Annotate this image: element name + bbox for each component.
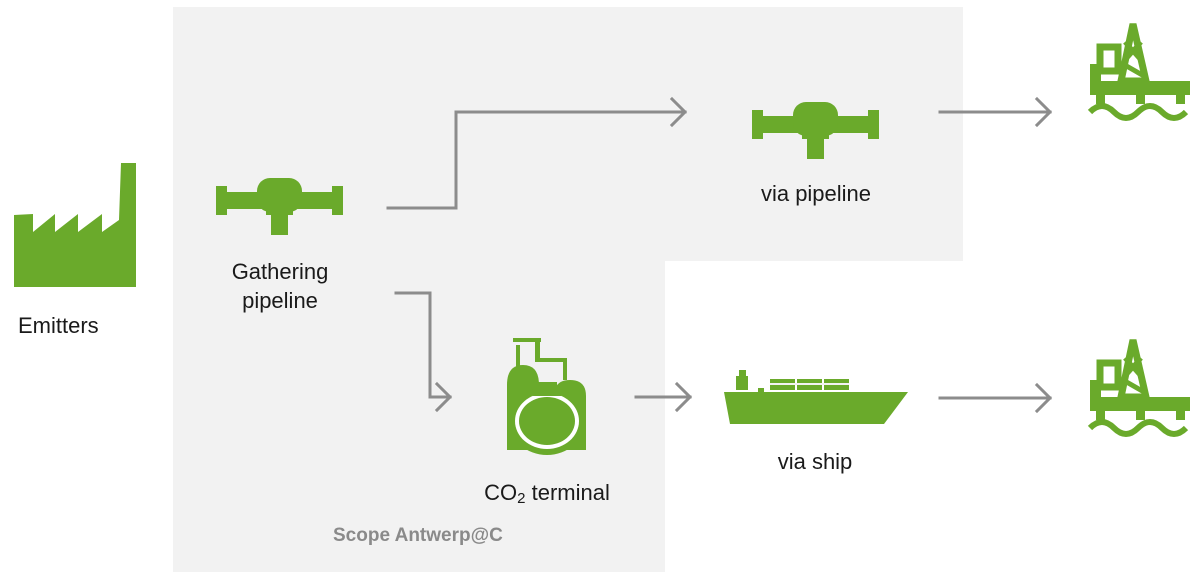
co2-terminal-icon	[507, 338, 586, 455]
arrowhead	[669, 96, 688, 128]
co2-terminal-label: CO2 terminal	[452, 478, 642, 507]
via-ship-label: via ship	[777, 449, 853, 474]
arrowhead	[674, 381, 693, 413]
gathering-label-line1: Gathering	[231, 259, 329, 284]
scope-area	[173, 7, 963, 572]
connectors	[386, 96, 1053, 414]
offshore-platform-icon	[1090, 340, 1190, 434]
gathering-label-line2: pipeline	[242, 288, 318, 313]
arrowhead	[1034, 382, 1053, 414]
arrow-gathering-to-terminal	[394, 291, 452, 399]
emitters-label: Emitters	[18, 313, 99, 338]
scope-label: Scope Antwerp@C	[333, 525, 503, 546]
arrowhead	[1034, 96, 1053, 128]
via-pipeline-label: via pipeline	[760, 181, 872, 206]
terminal-suffix: terminal	[525, 480, 610, 505]
arrow-gathering-to-via-pipeline	[386, 110, 687, 210]
offshore-platform-icon	[1090, 24, 1190, 118]
co2-prefix: CO	[484, 480, 518, 505]
arrowhead	[434, 381, 453, 413]
gathering-pipeline-label: Gathering pipeline	[208, 257, 352, 315]
co2-subscript: 2	[517, 490, 526, 507]
ship-icon	[724, 370, 908, 424]
factory-icon	[14, 163, 136, 287]
